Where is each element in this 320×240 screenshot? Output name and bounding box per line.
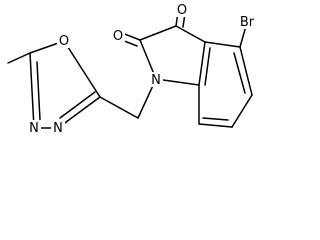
- bond-c5-c6: [231, 94, 253, 128]
- bond-methyl: [7, 52, 31, 64]
- bond-o1-c2: [63, 40, 101, 98]
- atom-label-carbonyl-oxygen-right: O: [177, 3, 187, 18]
- atom-label-oxygen-ring: O: [59, 34, 69, 49]
- bond-c4-br: [239, 25, 247, 48]
- atom-label-bromine: Br: [240, 15, 255, 30]
- bond-c4-c5-double: [233, 52, 246, 94]
- bond-lines: [7, 11, 253, 129]
- bond-c2-c3: [139, 25, 177, 41]
- atom-labels: O N N O O Br N: [27, 2, 257, 136]
- bond-c2-ch2: [99, 96, 139, 119]
- bond-n4-c5-double: [36, 61, 41, 121]
- bond-n4-c5: [29, 52, 35, 129]
- bond-c3a-c7a: [198, 41, 206, 86]
- bond-c7a-c3a-inner: [204, 47, 211, 86]
- molecule-structure: O N N O O Br N: [7, 2, 257, 136]
- atom-label-carbonyl-oxygen-left: O: [113, 29, 123, 44]
- atom-label-nitrogen-indole: N: [151, 73, 161, 88]
- bond-c6-c7-double: [202, 117, 229, 121]
- atom-label-nitrogen-ring-right: N: [53, 121, 63, 136]
- bond-c4-c5: [239, 46, 253, 96]
- bond-c7a-n1: [155, 78, 200, 86]
- bond-c3-c3a: [175, 25, 206, 43]
- bond-c6-c7: [198, 123, 233, 128]
- bond-c3a-c4: [204, 41, 241, 48]
- bond-c2-n3-double: [59, 91, 96, 119]
- atom-label-nitrogen-ring-left: N: [29, 121, 39, 136]
